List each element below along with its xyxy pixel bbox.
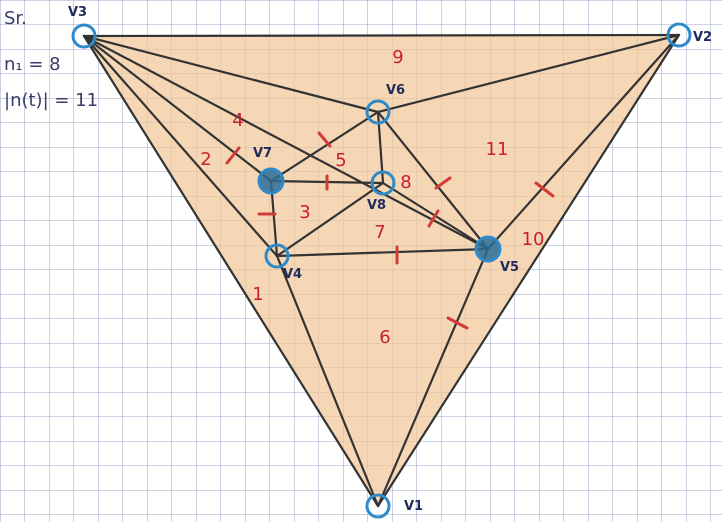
edge-v3-v5 [82,34,490,251]
vertex-circle [474,235,502,263]
note-vertex-count: n₁ = 8 [4,54,61,75]
edge-v6-v7 [269,110,380,183]
vertex-v8: V8 [367,170,396,213]
edge-v8-v4 [275,181,385,258]
face-labels: 1 2 3 4 5 6 7 8 9 10 11 [200,47,544,348]
vertex-label: V4 [283,267,302,282]
face-label: 6 [379,327,390,348]
vertex-label: V3 [68,5,87,20]
tick-mark [534,181,555,198]
face-label: 8 [400,172,411,193]
face-label: 9 [392,47,403,68]
face-label: 5 [335,150,346,171]
edge-tick-marks [225,131,555,330]
note-face-count: |n(t)| = 11 [4,90,98,111]
vertex-circle [365,493,391,519]
vertex-circle [365,99,391,125]
vertex-circle [370,170,396,196]
face-label: 11 [486,139,509,160]
tick-mark [225,146,241,165]
tick-mark [427,209,440,228]
face-label: 10 [522,229,545,250]
note-title: Sr. [4,8,27,29]
vertex-label: V8 [367,198,386,213]
vertex-label: V6 [386,83,405,98]
vertex-label: V2 [693,30,712,45]
vertex-v4: V4 [264,243,302,282]
vertex-circle [257,167,285,195]
edge-v2-v6 [376,33,681,114]
edge-v3-v1 [82,34,380,508]
vertex-circle [264,243,290,269]
vertex-v7: V7 [253,146,285,195]
vertex-label: V5 [500,260,519,275]
edge-v3-v7 [82,34,273,183]
vertex-v5: V5 [474,235,519,275]
face-label: 2 [200,149,211,170]
vertex-circle [71,23,97,49]
face-label: 3 [299,202,310,223]
face-label: 4 [232,110,243,131]
vertex-circle [666,22,692,48]
edge-v3-v6 [82,34,380,114]
face-label: 7 [374,222,385,243]
shaded-triangle [84,35,679,506]
tick-mark [317,131,332,148]
edge-v1-v4 [275,254,380,508]
edge-v2-v1 [376,33,681,508]
vertex-v1: V1 [365,493,423,519]
edge-v4-v5 [275,247,490,258]
vertex-v2: V2 [666,22,712,48]
vertex-label: V7 [253,146,272,161]
vertex-label: V1 [404,499,423,514]
edge-v3-v4 [82,34,279,258]
vertex-v6: V6 [365,83,405,125]
edge-v1-v5 [376,247,490,508]
edge-v2-v5 [486,33,681,251]
edge-v6-v5 [376,110,490,251]
vertex-v3: V3 [68,5,97,49]
tick-mark [434,176,452,190]
tick-mark [446,316,469,330]
face-label: 1 [252,284,263,305]
edge-v3-v2 [82,33,681,38]
